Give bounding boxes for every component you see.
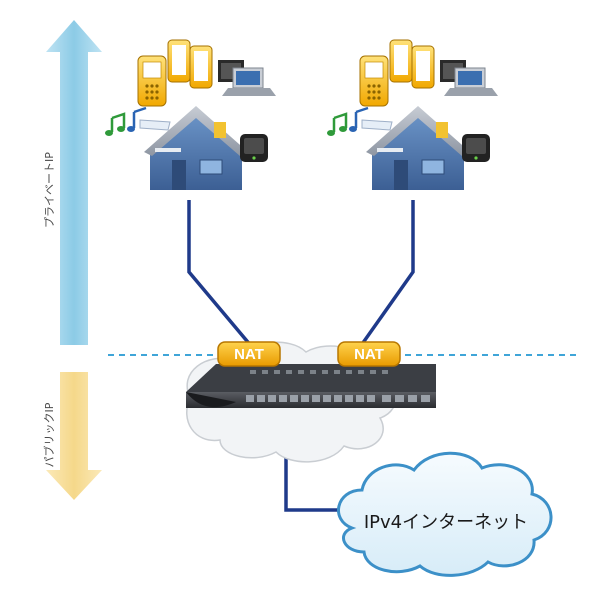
private-ip-label: プライベートIP — [43, 152, 56, 228]
router-switch-icon — [186, 364, 436, 408]
public-ip-label: パブリックIP — [42, 402, 56, 467]
tv-icon — [240, 134, 268, 162]
nat-badge-right-label: NAT — [354, 346, 384, 363]
public-ip-arrow — [46, 372, 102, 500]
nat-badge-left-label: NAT — [234, 346, 264, 363]
video-laptop-icon — [218, 60, 276, 96]
internet-cloud-label: IPv4インターネット — [364, 512, 528, 533]
music-notes-icon — [327, 106, 393, 136]
mobile-phone-icon — [359, 55, 389, 107]
tablet-icon — [167, 39, 213, 89]
right-home-devices — [327, 39, 498, 190]
music-notes-icon — [105, 106, 171, 136]
tv-icon — [462, 134, 490, 162]
left-home-devices — [105, 39, 276, 190]
house-icon — [144, 106, 248, 190]
mobile-phone-icon — [137, 55, 167, 107]
house-icon — [366, 106, 470, 190]
private-ip-arrow — [46, 20, 102, 345]
tablet-icon — [389, 39, 435, 89]
internet-cloud: IPv4インターネット — [337, 451, 553, 577]
nat-badge-left: NAT — [217, 341, 281, 367]
nat-badge-right: NAT — [337, 341, 401, 367]
video-laptop-icon — [440, 60, 498, 96]
link-lines — [187, 200, 415, 512]
